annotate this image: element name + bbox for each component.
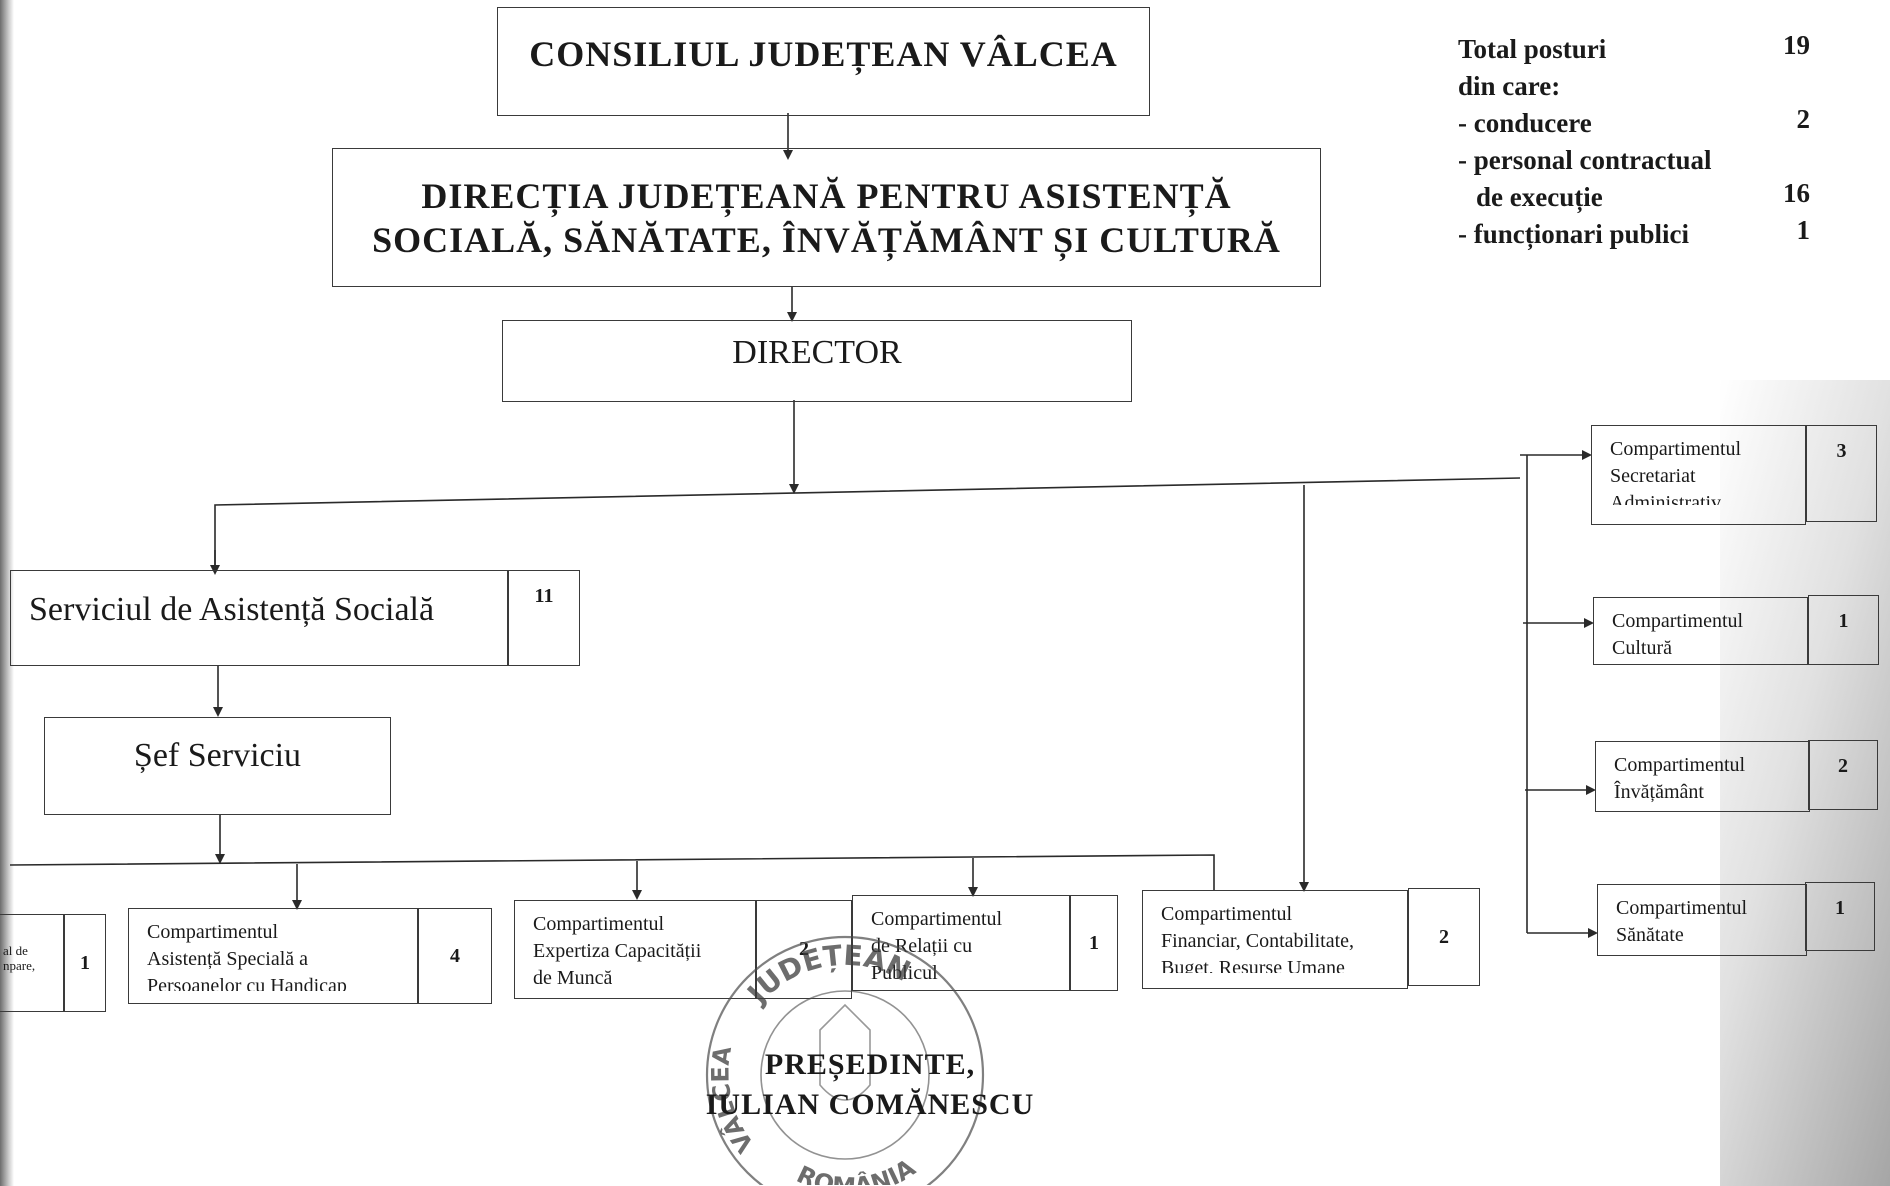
unit-invatamant: Compartimentul Învățământ <box>1595 741 1810 812</box>
unit-relatii-line3: Publicul <box>871 962 938 980</box>
unit-cultura: Compartimentul Cultură <box>1593 597 1808 665</box>
unit-secretariat-line1: Compartimentul <box>1610 438 1742 460</box>
bottom-horizontal-bus <box>9 854 1215 890</box>
directorate-title-line1: DIRECȚIA JUDEȚEANĂ PENTRU ASISTENȚĂ <box>421 175 1232 216</box>
director-label: DIRECTOR <box>732 334 902 371</box>
unit-partial-left-line1: al de <box>3 943 28 958</box>
unit-cultura-count: 1 <box>1838 610 1849 632</box>
unit-cultura-line2: Cultură <box>1612 637 1672 659</box>
unit-relatii-count-cell: 1 <box>1070 895 1118 991</box>
unit-financiar-line3: Buget, Resurse Umane <box>1161 957 1345 973</box>
civil-servants-value: 1 <box>1796 215 1811 245</box>
scan-edge-left <box>0 0 14 1186</box>
signature-name: IULIAN COMĂNESCU <box>705 1088 1035 1121</box>
unit-invatamant-line1: Compartimentul <box>1614 754 1746 776</box>
unit-handicap-line2: Asistență Specială a <box>147 948 309 970</box>
unit-invatamant-count: 2 <box>1838 755 1848 777</box>
directorate-box: DIRECȚIA JUDEȚEANĂ PENTRU ASISTENȚĂ SOCI… <box>332 148 1321 287</box>
unit-handicap-line3: Persoanelor cu Handicap <box>147 975 347 991</box>
council-box: CONSILIUL JUDEȚEAN VÂLCEA <box>497 7 1150 116</box>
of-which-label: din care: <box>1458 71 1561 101</box>
unit-secretariat-count-cell: 3 <box>1806 425 1877 522</box>
unit-financiar-line1: Compartimentul <box>1161 903 1293 925</box>
unit-partial-left-count-cell: 1 <box>64 914 106 1012</box>
unit-invatamant-line2: Învățământ <box>1614 781 1704 803</box>
unit-secretariat-line3: Administrativ <box>1610 492 1722 505</box>
stamp-text-top: JUDEȚEAN <box>740 939 916 1011</box>
contract-staff-label-2: de execuție <box>1476 182 1603 212</box>
directorate-title-line2: SOCIALĂ, SĂNĂTATE, ÎNVĂȚĂMÂNT ȘI CULTURĂ <box>372 219 1281 260</box>
unit-financiar-count-cell: 2 <box>1408 888 1480 986</box>
unit-relatii-line2: de Relații cu <box>871 935 973 957</box>
unit-sanatate-count-cell: 1 <box>1805 882 1875 951</box>
unit-sanatate-line1: Compartimentul <box>1616 897 1748 919</box>
staffing-summary: Total posturi 19 din care: - conducere 2… <box>1458 30 1838 261</box>
unit-relatii-count: 1 <box>1089 931 1099 954</box>
social-service-count-cell: 11 <box>508 570 580 666</box>
unit-secretariat-line2: Secretariat <box>1610 465 1696 487</box>
leadership-value: 2 <box>1796 104 1811 134</box>
unit-cultura-line1: Compartimentul <box>1612 610 1744 632</box>
signature-block: PREȘEDINTE, IULIAN COMĂNESCU <box>640 1045 1100 1125</box>
unit-partial-left-count: 1 <box>80 951 90 974</box>
contract-staff-value: 16 <box>1783 178 1810 208</box>
main-horizontal-bus <box>214 477 1521 573</box>
contract-staff-label-1: - personal contractual <box>1458 145 1712 175</box>
unit-sanatate-line2: Sănătate <box>1616 924 1684 946</box>
svg-text:JUDEȚEAN: JUDEȚEAN <box>740 939 916 1011</box>
unit-sanatate-count: 1 <box>1835 897 1845 919</box>
unit-secretariat: Compartimentul Secretariat Administrativ <box>1591 425 1806 525</box>
unit-relatii: Compartimentul de Relații cu Publicul <box>852 895 1070 991</box>
unit-invatamant-count-cell: 2 <box>1808 740 1878 810</box>
unit-expertiza-count-cell: 2 <box>756 900 852 999</box>
official-stamp: JUDEȚEAN VÂLCEA ROMÂNIA <box>705 935 985 1185</box>
unit-cultura-count-cell: 1 <box>1808 595 1879 665</box>
unit-expertiza-line3: de Muncă <box>533 967 613 985</box>
unit-sanatate: Compartimentul Sănătate <box>1597 884 1807 956</box>
council-title: CONSILIUL JUDEȚEAN VÂLCEA <box>529 33 1118 74</box>
service-head-label: Șef Serviciu <box>133 737 302 774</box>
unit-handicap-count: 4 <box>450 944 460 967</box>
civil-servants-label: - funcționari publici <box>1458 219 1690 249</box>
service-head-box: Șef Serviciu <box>44 717 391 815</box>
unit-handicap: Compartimentul Asistență Specială a Pers… <box>128 908 418 1004</box>
unit-relatii-line1: Compartimentul <box>871 908 1003 930</box>
unit-expertiza-line1: Compartimentul <box>533 913 665 935</box>
unit-handicap-line1: Compartimentul <box>147 921 279 943</box>
signature-title: PREȘEDINTE, <box>764 1048 976 1081</box>
director-box: DIRECTOR <box>502 320 1132 402</box>
total-posts-value: 19 <box>1783 30 1810 60</box>
unit-financiar: Compartimentul Financiar, Contabilitate,… <box>1142 890 1408 989</box>
unit-financiar-line2: Financiar, Contabilitate, <box>1161 930 1355 952</box>
unit-handicap-count-cell: 4 <box>418 908 492 1004</box>
leadership-label: - conducere <box>1458 108 1592 138</box>
unit-expertiza-line2: Expertiza Capacității <box>533 940 702 962</box>
unit-partial-left-line2: npare, <box>3 958 36 973</box>
unit-expertiza-count: 2 <box>799 938 809 960</box>
unit-financiar-count: 2 <box>1439 925 1449 948</box>
social-service-box: Serviciul de Asistență Socială <box>10 570 508 666</box>
social-service-name: Serviciul de Asistență Socială <box>29 591 435 628</box>
total-posts-label: Total posturi <box>1458 34 1607 64</box>
unit-secretariat-count: 3 <box>1836 440 1847 462</box>
unit-partial-left: al de npare, <box>0 914 64 1012</box>
unit-expertiza: Compartimentul Expertiza Capacității de … <box>514 900 756 999</box>
social-service-count: 11 <box>534 585 554 607</box>
